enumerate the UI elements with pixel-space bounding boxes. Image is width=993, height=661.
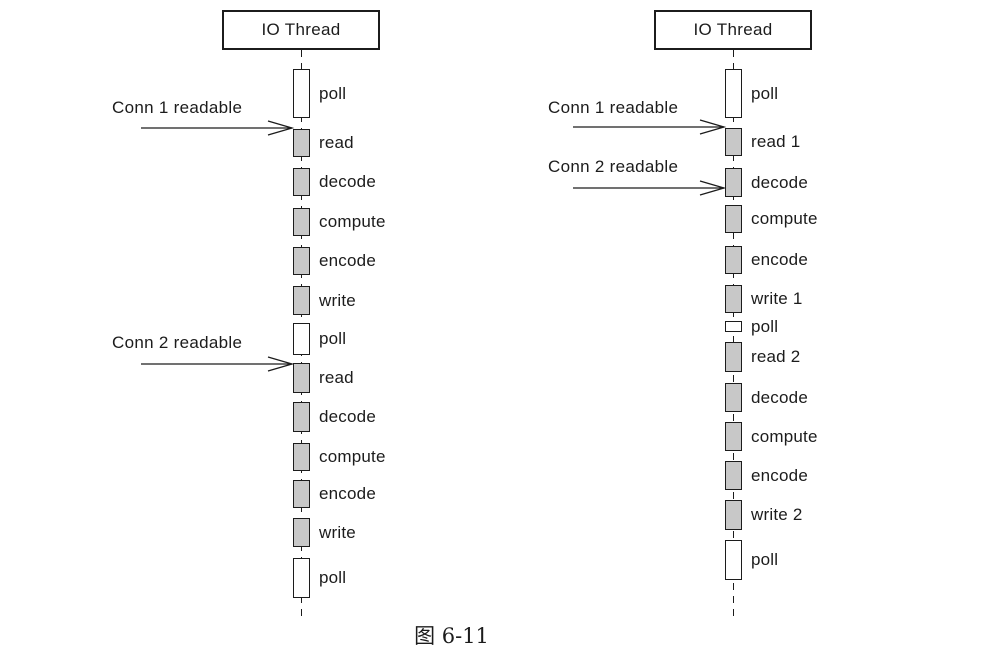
step-label: poll [751,83,779,103]
activation-box: read 2 [725,342,800,372]
activation-box: encode [725,246,808,274]
step-label: poll [751,550,779,569]
activation-box: write 1 [725,285,802,313]
io-thread-title: IO Thread [261,20,341,39]
conn2-readable-label: Conn 2 readable [548,157,679,176]
activation-box: encode [293,480,376,508]
conn2-readable-label: Conn 2 readable [112,333,243,352]
conn2-arrow [141,356,295,372]
step-label: poll [319,329,347,348]
step-label: decode [751,172,808,192]
conn1-readable-label: Conn 1 readable [112,98,243,117]
step-label: write [319,290,356,310]
step-label: write 2 [751,505,803,524]
step-label: write 1 [751,289,803,308]
activation-box: write 2 [725,500,802,530]
activation-box: decode [725,168,808,197]
activation-box: compute [725,205,817,233]
step-label: read [319,368,354,387]
step-label: compute [319,212,386,231]
activation-box: read [293,129,354,157]
activation-box: compute [293,208,385,236]
right-lifeline-column: poll read 1 decode compute encode write … [725,0,817,661]
lifeline [733,50,734,620]
io-thread-title-box: IO Thread [222,10,380,50]
step-label: compute [319,447,386,466]
activation-box: compute [293,443,385,471]
conn1-arrow [141,120,295,136]
io-thread-title-box: IO Thread [654,10,812,50]
activation-box: read 1 [725,128,800,156]
conn1-readable-label: Conn 1 readable [548,98,679,117]
activation-box: encode [293,247,376,275]
figure-caption: 图 6-11 [414,624,489,648]
activation-box: encode [725,461,808,490]
step-label: decode [751,387,808,407]
step-label: encode [319,484,376,503]
step-label: read [319,133,354,152]
activation-box: decode [725,383,808,412]
step-label: poll [751,316,779,336]
activation-box: read [293,363,354,393]
io-thread-title: IO Thread [693,20,773,39]
activation-box: poll [293,323,346,355]
step-label: encode [319,251,376,270]
activation-box: poll [725,69,778,118]
activation-box: decode [293,402,376,432]
activation-box: poll [293,558,346,598]
step-label: poll [319,83,347,103]
step-label: decode [319,172,376,191]
activation-box: poll [725,540,778,580]
step-label: decode [319,407,376,426]
step-label: read 2 [751,347,801,366]
step-label: compute [751,209,818,228]
step-label: compute [751,426,818,446]
conn1-arrow [573,119,727,135]
step-label: read 1 [751,132,801,151]
activation-box: poll [725,317,778,336]
step-label: encode [751,250,808,269]
activation-box: compute [725,422,817,451]
activation-box: poll [293,69,346,118]
step-label: poll [319,568,347,587]
activation-box: decode [293,168,376,196]
activation-box: write [293,518,356,547]
left-lifeline-column: poll read decode compute encode write po… [293,0,385,661]
step-label: encode [751,465,808,485]
conn2-arrow [573,180,727,196]
step-label: write [319,522,356,542]
activation-box: write [293,286,356,315]
